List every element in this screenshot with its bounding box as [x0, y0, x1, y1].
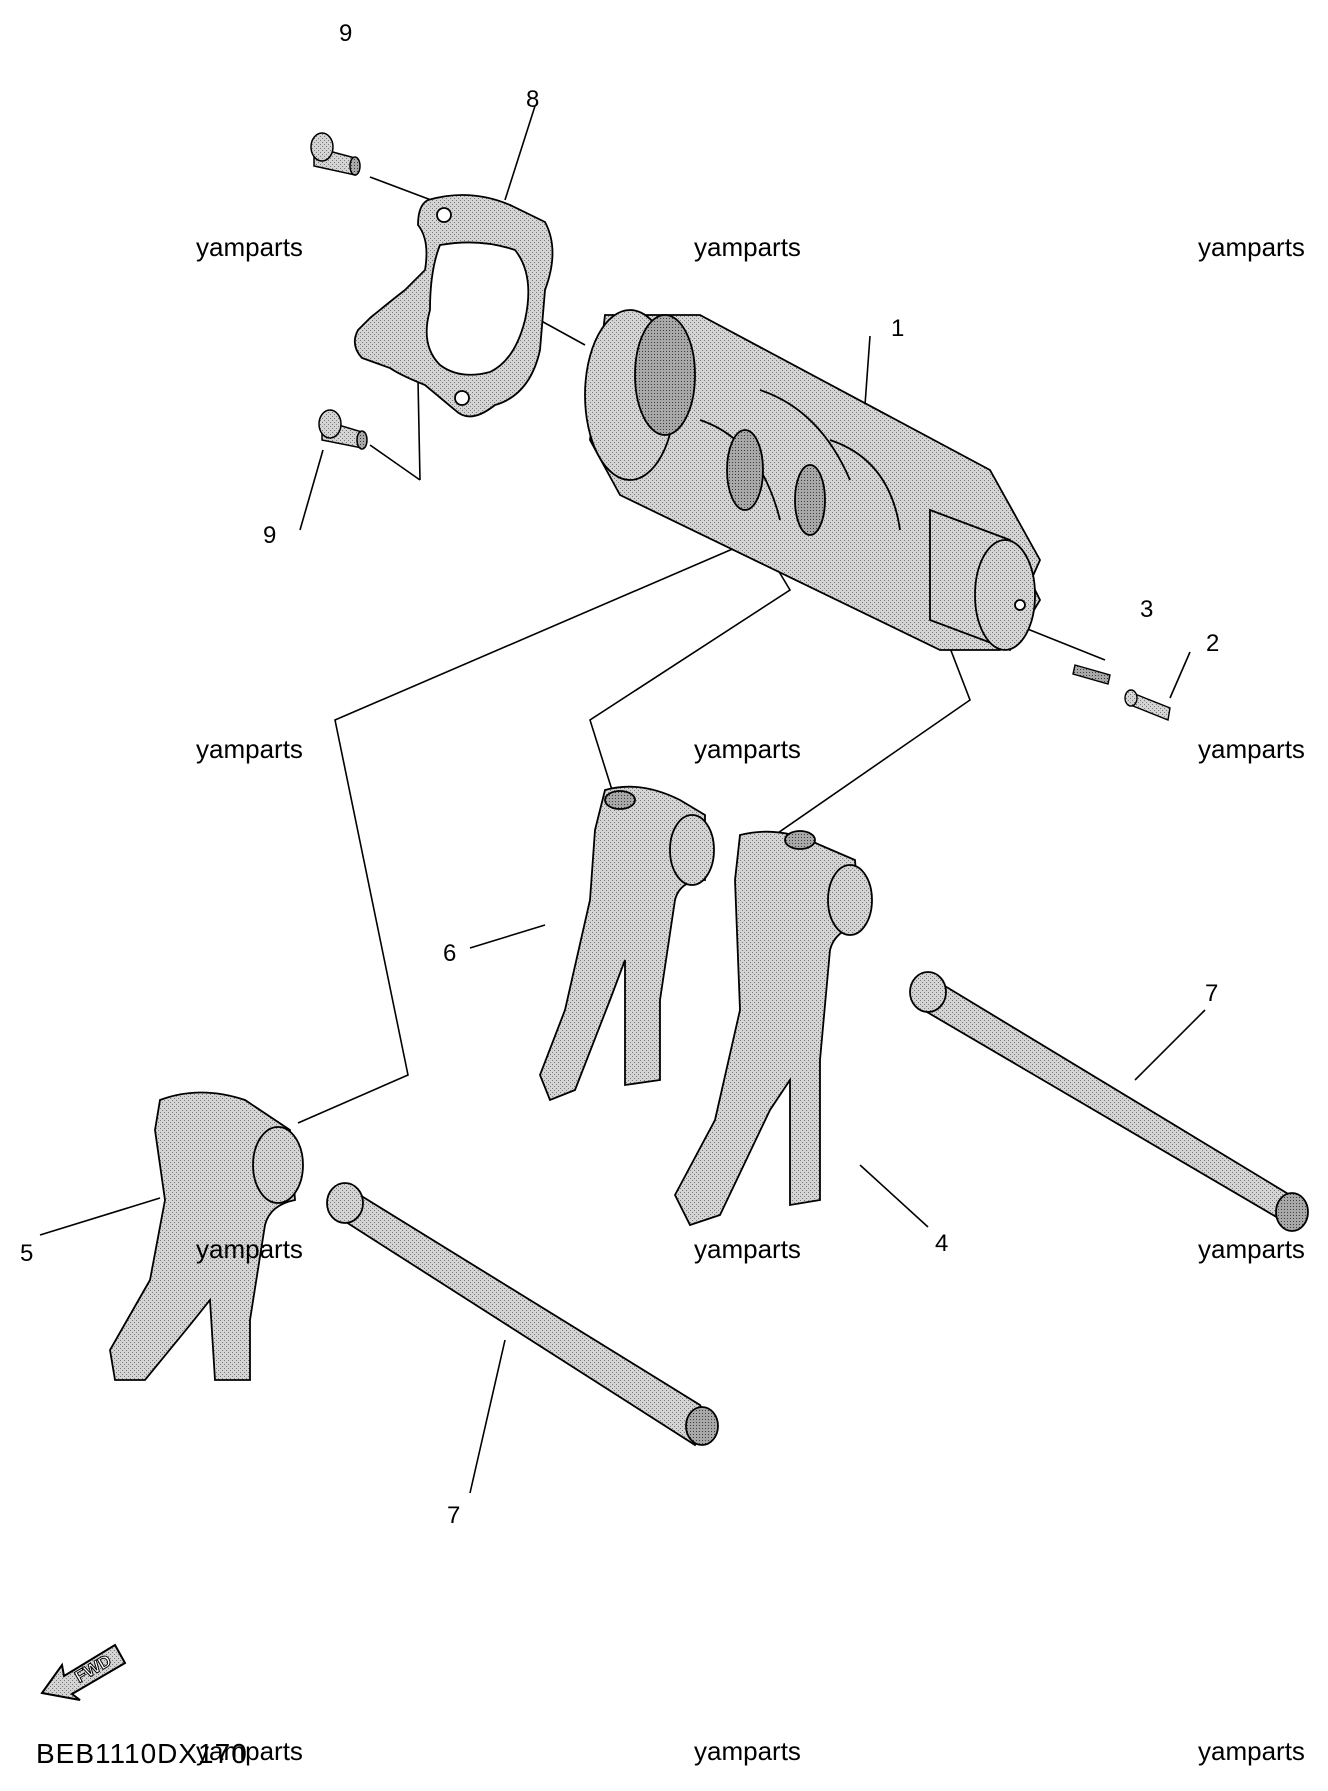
watermark: yamparts	[196, 734, 303, 764]
shift-fork-6	[539, 785, 715, 1102]
diagram-code: BEB1110DX170	[36, 1738, 248, 1769]
callout-9-bottom: 9	[263, 522, 277, 549]
shift-fork-5	[109, 1091, 304, 1381]
bolt-2	[1124, 689, 1171, 721]
callout-8: 8	[526, 86, 540, 113]
pin-3	[1072, 664, 1111, 685]
bolt-9-bottom	[318, 409, 368, 450]
callout-2: 2	[1206, 630, 1220, 657]
guide-bar-7-left	[326, 1182, 719, 1447]
watermark: yamparts	[694, 1234, 801, 1264]
callout-4: 4	[935, 1230, 949, 1257]
callout-6: 6	[443, 940, 457, 967]
segment-plate-8	[353, 194, 554, 418]
callout-3: 3	[1140, 596, 1154, 623]
watermark: yamparts	[196, 1736, 303, 1766]
watermark: yamparts	[694, 734, 801, 764]
watermark: yamparts	[1198, 232, 1305, 262]
bolt-9-top	[310, 132, 361, 176]
watermark: yamparts	[196, 232, 303, 262]
fwd-arrow-icon	[40, 1643, 127, 1701]
callout-5: 5	[20, 1240, 34, 1267]
guide-bar-7-right	[909, 971, 1309, 1232]
shift-fork-4	[673, 830, 873, 1227]
watermark: yamparts	[694, 232, 801, 262]
watermark: yamparts	[1198, 734, 1305, 764]
watermark: yamparts	[196, 1234, 303, 1264]
callout-7-right: 7	[1205, 980, 1219, 1007]
watermark: yamparts	[1198, 1736, 1305, 1766]
shift-drum-1	[584, 309, 1042, 652]
watermark: yamparts	[1198, 1234, 1305, 1264]
callout-9-top: 9	[339, 20, 353, 47]
leader-lines	[39, 105, 1206, 1494]
callout-7-left: 7	[447, 1502, 461, 1529]
watermark: yamparts	[694, 1736, 801, 1766]
callout-1: 1	[891, 315, 905, 342]
